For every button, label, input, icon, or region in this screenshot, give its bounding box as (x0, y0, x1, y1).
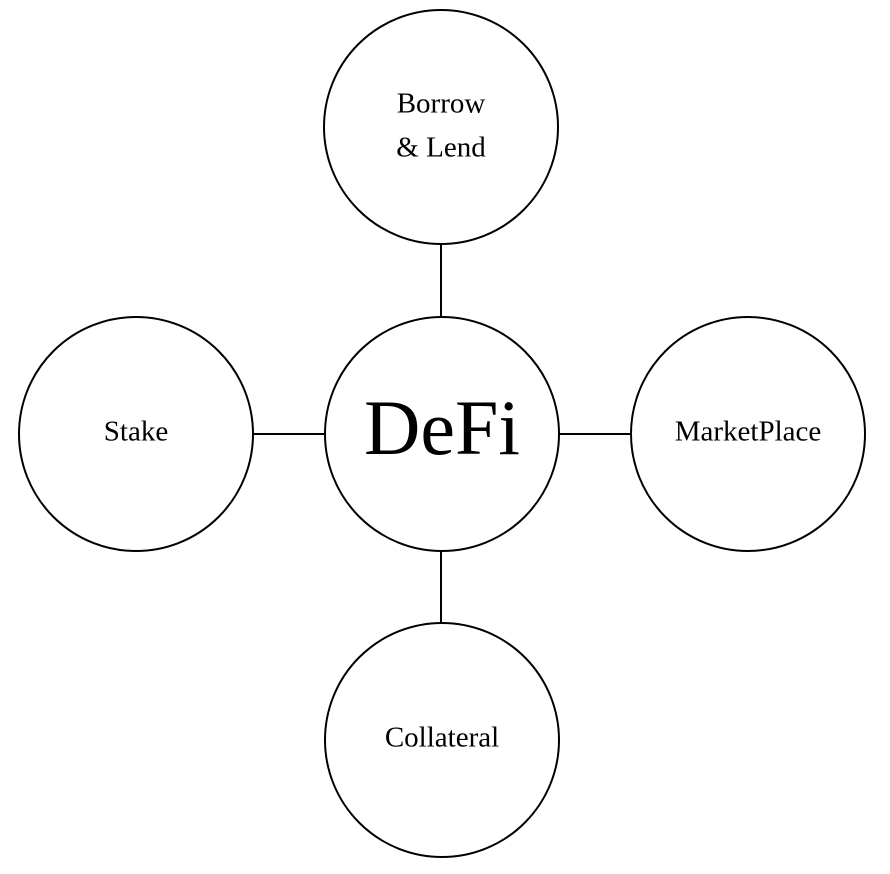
node-borrow-lend-label-line2: & Lend (396, 132, 486, 164)
node-stake-circle (18, 316, 254, 552)
node-marketplace-circle (630, 316, 866, 552)
node-stake: Stake (18, 316, 254, 552)
node-borrow-lend-label-line1: Borrow (397, 88, 486, 120)
node-collateral-circle (324, 622, 560, 858)
node-collateral: Collateral (324, 622, 560, 858)
node-defi-label: DeFi (364, 384, 520, 471)
node-defi: DeFi (324, 316, 560, 552)
node-borrow-lend: Borrow & Lend (323, 9, 559, 245)
node-defi-circle (324, 316, 560, 552)
node-stake-label: Stake (104, 416, 168, 448)
node-marketplace: MarketPlace (630, 316, 866, 552)
node-collateral-label: Collateral (385, 722, 499, 754)
node-marketplace-label: MarketPlace (675, 416, 822, 448)
node-borrow-lend-circle (323, 9, 559, 245)
